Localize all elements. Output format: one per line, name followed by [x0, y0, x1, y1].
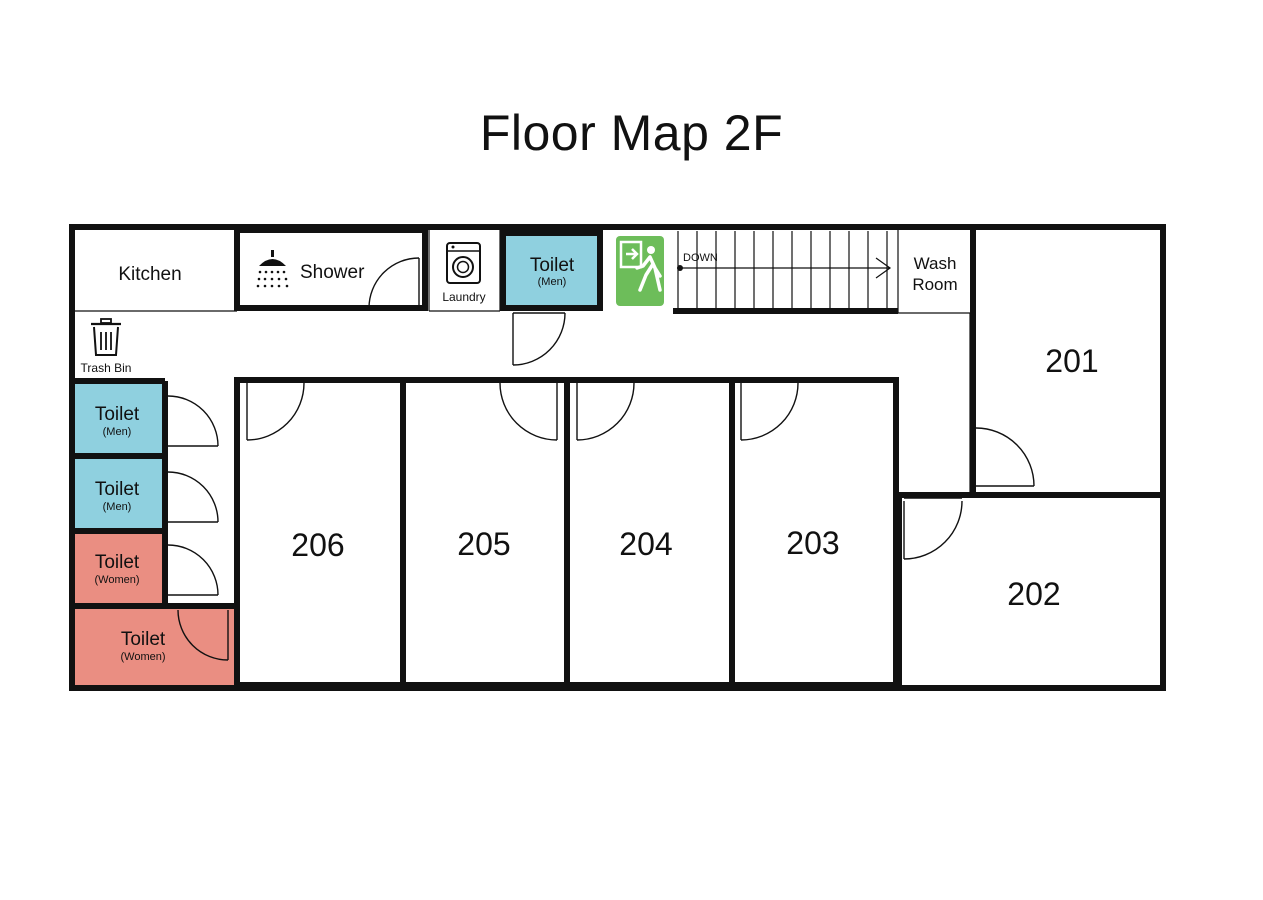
toilet-women-2-sub: (Women) [120, 651, 165, 663]
washing-machine-icon [446, 242, 481, 284]
map-title: Floor Map 2F [479, 105, 784, 161]
laundry-label: Laundry [442, 290, 485, 304]
toilet-men-2-sub: (Men) [103, 501, 132, 513]
toilet-men-top-fill [503, 233, 600, 308]
door-toilet-men-1[interactable] [164, 395, 219, 447]
toilet-men-2-label: Toilet [95, 479, 140, 500]
door-room-201[interactable] [972, 427, 1035, 488]
room-205-number: 205 [457, 526, 510, 562]
door-room-206[interactable] [246, 379, 305, 441]
toilet-women-1-fill [75, 534, 164, 604]
stairs-arrow-head [875, 257, 892, 279]
room-204-number: 204 [619, 526, 672, 562]
room-203-number: 203 [786, 525, 839, 561]
wash-room-label-1: Wash [914, 254, 957, 273]
stairs-down-label: DOWN [683, 252, 718, 264]
door-room-202[interactable] [903, 497, 963, 560]
toilet-men-1-fill [75, 384, 164, 454]
door-shower[interactable] [368, 257, 420, 309]
staircase [677, 231, 892, 309]
door-room-205[interactable] [499, 379, 558, 441]
room-201-number: 201 [1045, 343, 1098, 379]
toilet-men-1-sub: (Men) [103, 426, 132, 438]
trash-bin-label: Trash Bin [81, 361, 132, 375]
room-202-number: 202 [1007, 576, 1060, 612]
toilet-top-wall [500, 230, 603, 311]
door-room-203[interactable] [740, 379, 799, 441]
toilet-men-1-label: Toilet [95, 404, 140, 425]
door-toilet-women-1[interactable] [164, 544, 219, 596]
trash-bin-icon [91, 318, 121, 356]
door-toilet-women-2[interactable] [177, 607, 229, 661]
shower-label: Shower [300, 262, 365, 283]
toilet-women-1-label: Toilet [95, 552, 140, 573]
wash-room-label-2: Room [912, 275, 957, 294]
shower-icon [256, 250, 289, 288]
toilet-men-2-fill [75, 459, 164, 529]
door-toilet-men-2[interactable] [164, 471, 219, 523]
emergency-exit-icon [616, 236, 664, 306]
toilet-top-label: Toilet [530, 255, 575, 276]
toilet-women-2-label: Toilet [121, 629, 166, 650]
toilet-top-sub: (Men) [538, 276, 567, 288]
stairs-arrow-start [677, 265, 683, 271]
shower-room-wall [234, 227, 428, 311]
kitchen-label: Kitchen [118, 264, 181, 285]
door-toilet-top[interactable] [512, 312, 566, 366]
toilet-women-2-fill [75, 609, 235, 687]
toilet-women-1-sub: (Women) [94, 574, 139, 586]
room-206-number: 206 [291, 527, 344, 563]
door-room-204[interactable] [576, 379, 635, 441]
